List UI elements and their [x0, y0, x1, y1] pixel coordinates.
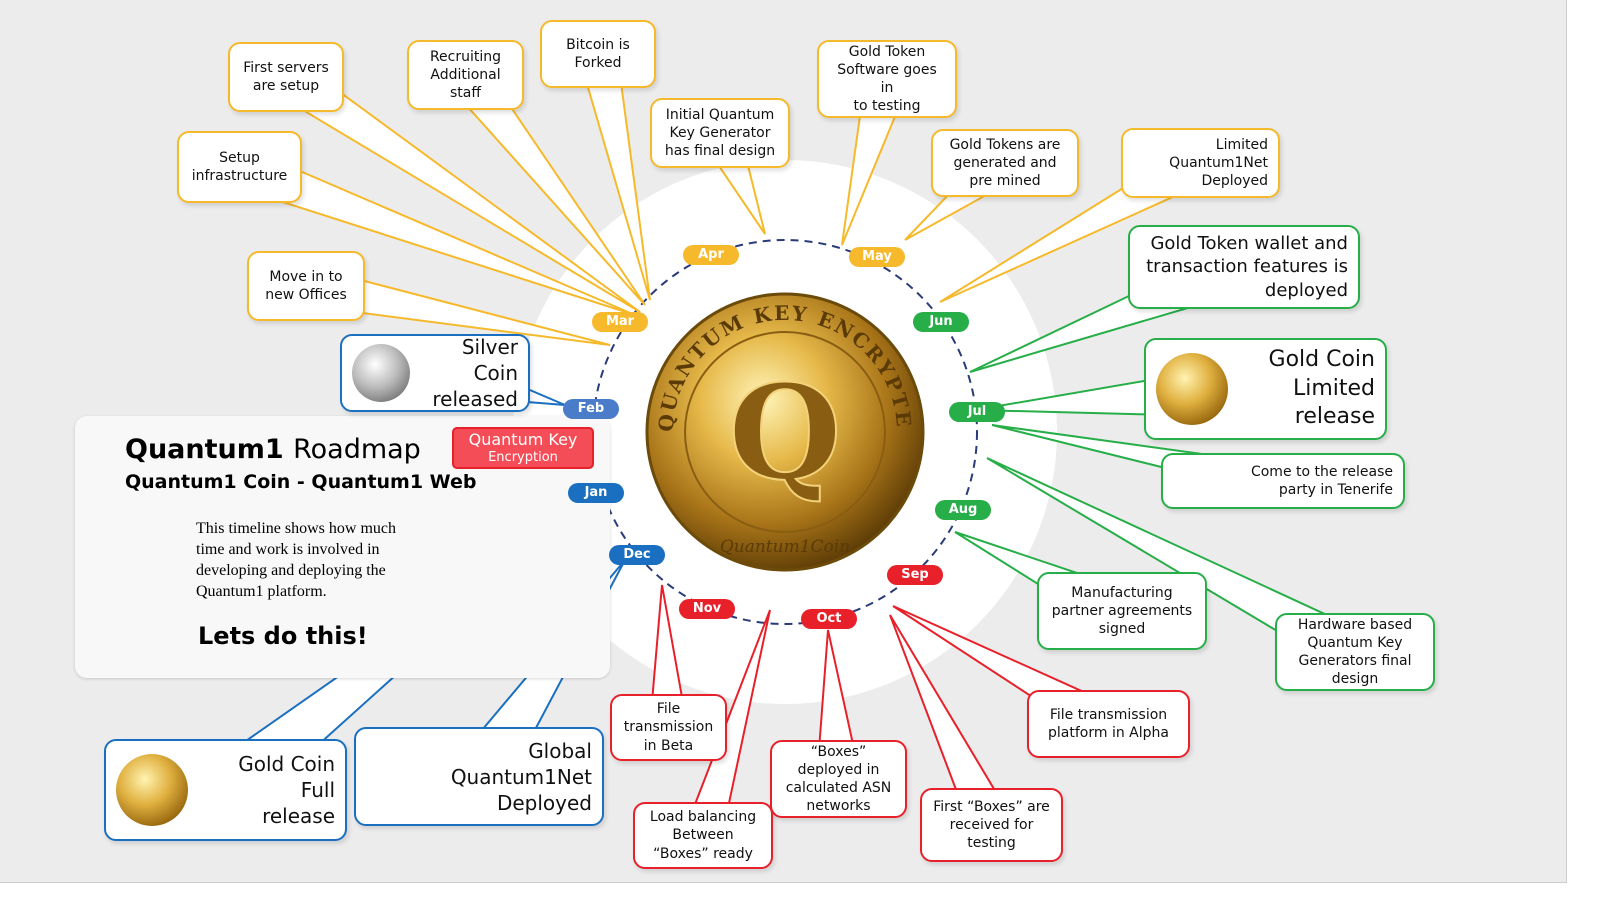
milestone-text: Bitcoin is Forked: [566, 36, 630, 71]
milestone-text: Limited Quantum1Net Deployed: [1169, 136, 1268, 190]
milestone-text: Gold Token wallet and transaction featur…: [1146, 232, 1348, 301]
month-pill-sep: Sep: [887, 565, 943, 585]
month-pill-aug: Aug: [935, 500, 991, 520]
milestone-callout: Gold Coin Full release: [104, 739, 347, 841]
month-pill-oct: Oct: [801, 609, 857, 629]
button-line2: Encryption: [488, 450, 558, 465]
milestone-callout: Hardware based Quantum Key Generators fi…: [1275, 613, 1435, 691]
milestone-callout: Bitcoin is Forked: [540, 20, 656, 88]
description: This timeline shows how much time and wo…: [196, 520, 396, 600]
svg-text:Q: Q: [728, 356, 841, 509]
month-pill-mar: Mar: [592, 312, 648, 332]
milestone-text: Come to the release party in Tenerife: [1250, 463, 1393, 498]
month-pill-jul: Jul: [949, 402, 1005, 422]
milestone-callout: “Boxes” deployed in calculated ASN netwo…: [770, 740, 907, 818]
silver-coin-icon: [352, 344, 410, 402]
call-to-action: Lets do this!: [198, 622, 368, 650]
milestone-text: Gold Tokens are generated and pre mined: [949, 136, 1061, 190]
milestone-callout: Silver Coin released: [340, 334, 530, 412]
milestone-text: Load balancing Between “Boxes” ready: [649, 809, 757, 862]
milestone-text: Initial Quantum Key Generator has final …: [664, 106, 776, 160]
milestone-callout: Recruiting Additional staff: [407, 40, 524, 110]
month-pill-may: May: [849, 247, 905, 267]
milestone-callout: Limited Quantum1Net Deployed: [1121, 128, 1280, 198]
milestone-callout: Move in to new Offices: [247, 251, 365, 321]
month-pill-nov: Nov: [679, 599, 735, 619]
milestone-text: Recruiting Additional staff: [429, 48, 502, 102]
milestone-callout: Gold Coin Limited release: [1144, 338, 1387, 440]
milestone-callout: Come to the release party in Tenerife: [1161, 453, 1405, 509]
milestone-callout: Gold Token Software goes in to testing: [817, 40, 957, 118]
month-pill-dec: Dec: [609, 545, 665, 565]
page-title: Quantum1 Roadmap: [125, 434, 421, 465]
title-bold: Quantum1: [125, 434, 284, 465]
milestone-callout: File transmission platform in Alpha: [1027, 690, 1190, 758]
milestone-text: Gold Token Software goes in to testing: [837, 43, 937, 115]
milestone-callout: Setup infrastructure: [177, 131, 302, 203]
month-pill-apr: Apr: [683, 245, 739, 265]
month-pill-feb: Feb: [563, 399, 619, 419]
month-pill-jan: Jan: [568, 483, 624, 503]
milestone-text: File transmission in Beta: [623, 701, 714, 754]
milestone-callout: Global Quantum1Net Deployed: [354, 727, 604, 826]
milestone-text: Gold Coin Full release: [238, 752, 335, 828]
milestone-callout: Manufacturing partner agreements signed: [1037, 572, 1207, 650]
subtitle: Quantum1 Coin - Quantum1 Web: [125, 471, 477, 493]
button-line1: Quantum Key: [468, 430, 578, 449]
milestone-callout: Initial Quantum Key Generator has final …: [650, 98, 790, 168]
month-pill-jun: Jun: [913, 312, 969, 332]
quantum-key-encryption-button[interactable]: Quantum Key Encryption: [452, 427, 594, 469]
milestone-text: Setup infrastructure: [191, 149, 288, 184]
milestone-text: Hardware based Quantum Key Generators fi…: [1297, 616, 1413, 688]
milestone-text: “Boxes” deployed in calculated ASN netwo…: [785, 743, 892, 815]
svg-text:Quantum1Coin: Quantum1Coin: [720, 537, 850, 557]
title-light: Roadmap: [293, 434, 421, 465]
milestone-callout: Gold Tokens are generated and pre mined: [931, 129, 1079, 197]
milestone-callout: File transmission in Beta: [610, 694, 727, 761]
gold-coin-icon: [1156, 353, 1228, 425]
milestone-text: Move in to new Offices: [265, 268, 347, 303]
milestone-callout: Gold Token wallet and transaction featur…: [1128, 225, 1360, 309]
milestone-callout: Load balancing Between “Boxes” ready: [633, 802, 773, 869]
milestone-text: Gold Coin Limited release: [1268, 347, 1375, 430]
milestone-text: First servers are setup: [243, 59, 329, 94]
gold-coin-icon: [116, 754, 188, 826]
milestone-text: File transmission platform in Alpha: [1048, 706, 1169, 741]
milestone-text: Silver Coin released: [432, 335, 518, 411]
milestone-text: Manufacturing partner agreements signed: [1051, 584, 1193, 638]
milestone-callout: First “Boxes” are received for testing: [920, 788, 1063, 862]
milestone-text: First “Boxes” are received for testing: [933, 798, 1050, 852]
milestone-text: Global Quantum1Net Deployed: [450, 738, 592, 815]
milestone-callout: First servers are setup: [228, 42, 344, 112]
